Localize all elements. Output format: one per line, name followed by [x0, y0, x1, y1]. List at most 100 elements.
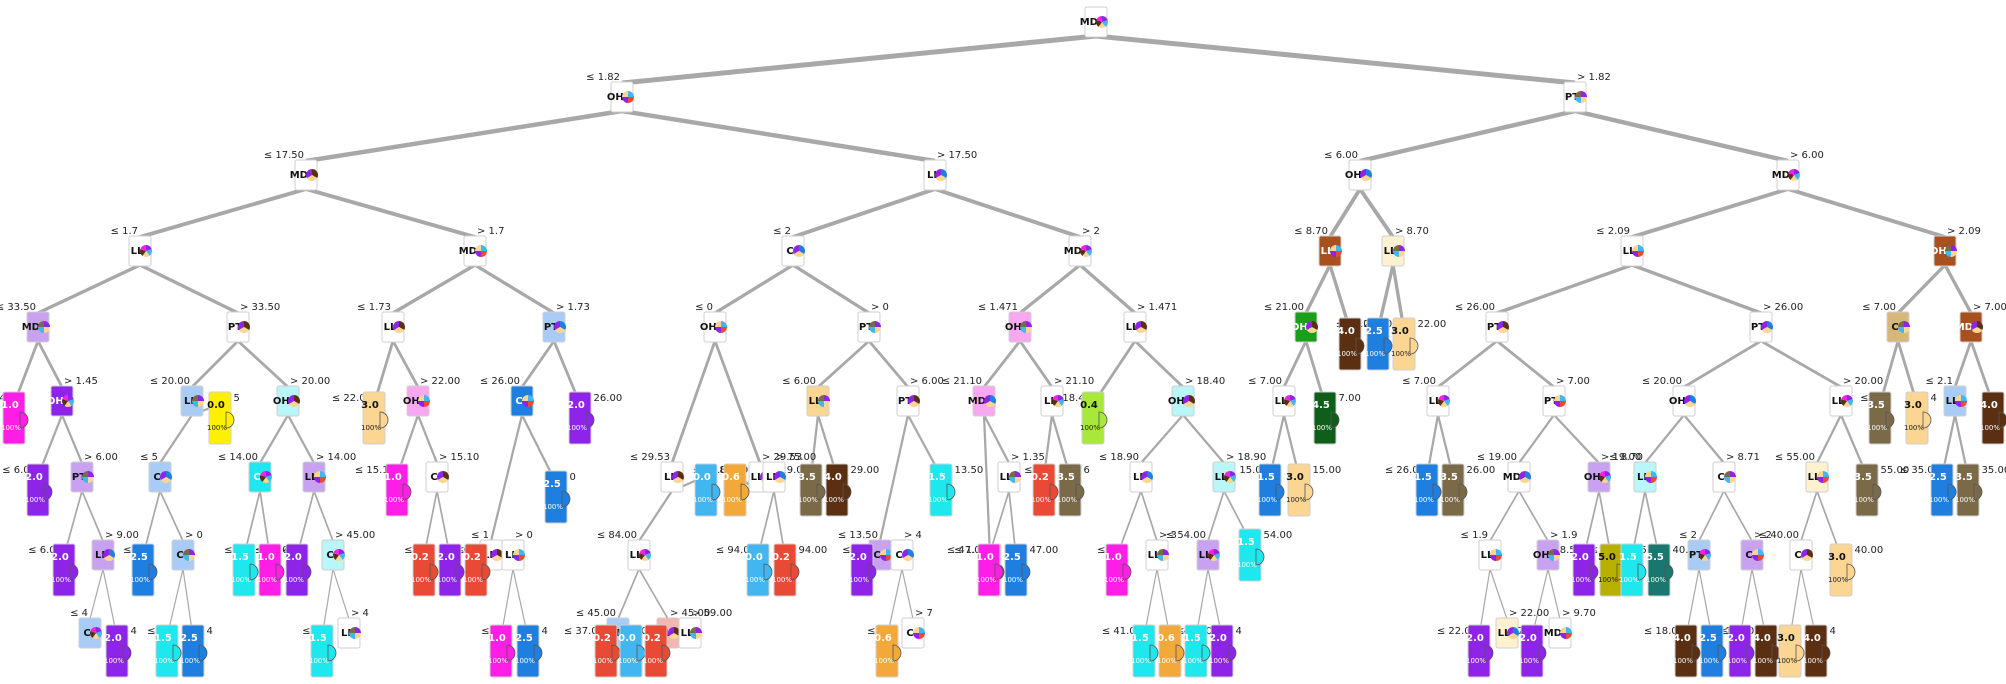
split-node[interactable]: PT — [896, 385, 921, 417]
split-node[interactable]: C — [425, 461, 449, 493]
split-node[interactable]: LL — [678, 617, 702, 649]
split-node[interactable]: LI — [923, 159, 948, 191]
split-node[interactable]: PT — [1542, 385, 1566, 417]
split-node[interactable]: LI — [180, 385, 204, 417]
split-node[interactable]: PT — [1687, 539, 1711, 571]
split-node[interactable]: MDD — [1080, 6, 1108, 38]
split-node[interactable]: OHC — [1930, 235, 1957, 267]
split-node[interactable]: MDD — [1772, 159, 1800, 191]
split-node[interactable]: OHC — [403, 385, 430, 417]
split-node[interactable]: LL — [1943, 385, 1967, 417]
split-node[interactable]: PT — [857, 311, 881, 343]
split-node[interactable]: OHC — [47, 385, 74, 417]
split-node[interactable]: OHC — [607, 81, 634, 113]
split-node[interactable]: OHC — [1291, 311, 1318, 343]
split-node[interactable]: LL — [1272, 385, 1296, 417]
split-node[interactable]: C — [1789, 539, 1814, 571]
split-node[interactable]: C — [1740, 539, 1764, 571]
split-node[interactable]: LL — [1829, 385, 1853, 417]
split-node[interactable]: PT — [542, 311, 566, 343]
split-node[interactable]: C — [148, 461, 172, 493]
split-node[interactable]: OHC — [1584, 461, 1611, 493]
split-node[interactable]: LI — [501, 539, 525, 571]
split-node[interactable]: LL — [1196, 539, 1220, 571]
split-node[interactable]: LL — [1495, 617, 1519, 649]
split-node[interactable]: LI — [660, 461, 684, 493]
split-node[interactable]: LI — [1040, 385, 1064, 417]
split-node[interactable]: MDD — [1064, 235, 1092, 267]
split-node[interactable]: MDD — [1955, 311, 1983, 343]
split-node[interactable]: MDD — [22, 311, 50, 343]
split-node[interactable]: C — [171, 539, 195, 571]
split-node[interactable]: OHC — [273, 385, 301, 417]
split-node[interactable]: OHC — [1345, 159, 1373, 191]
split-node[interactable]: C — [1712, 461, 1736, 493]
split-node[interactable]: C — [321, 539, 346, 571]
split-node[interactable]: LL — [1318, 235, 1342, 267]
split-node[interactable]: OHC — [1005, 311, 1032, 343]
split-node[interactable]: LL — [997, 461, 1021, 493]
split-node[interactable]: OHC — [1533, 539, 1560, 571]
split-node[interactable]: PT — [226, 311, 250, 343]
split-node[interactable]: LL — [1145, 539, 1169, 571]
split-node[interactable]: LL — [806, 385, 830, 417]
split-node[interactable]: LI — [1633, 461, 1657, 493]
split-node[interactable]: LL — [128, 235, 153, 267]
split-node[interactable]: C — [890, 539, 914, 571]
split-node[interactable]: LI — [762, 461, 787, 493]
split-node[interactable]: MDD — [1503, 461, 1531, 493]
split-node[interactable]: LL — [1805, 461, 1829, 493]
split-node[interactable]: OHC — [700, 311, 727, 343]
split-node[interactable]: LL — [381, 311, 405, 343]
